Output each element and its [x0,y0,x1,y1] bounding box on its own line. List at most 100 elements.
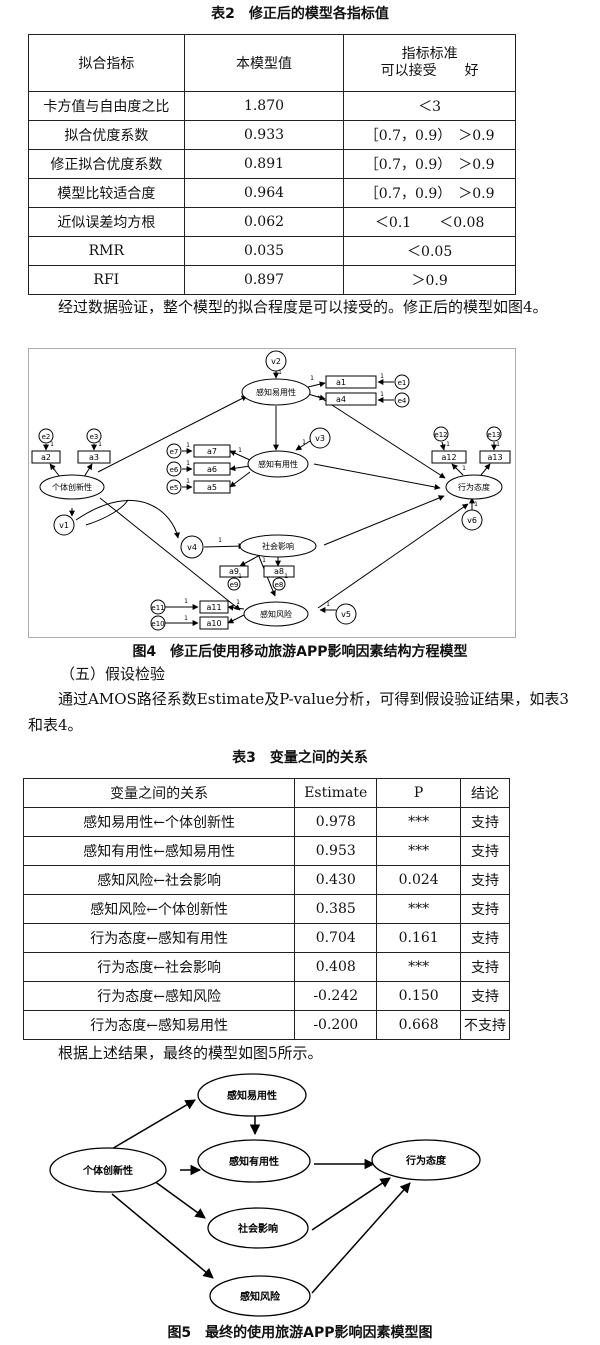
path-line [451,463,464,476]
table-cell: -0.200 [294,1010,378,1040]
indicator-label: a1 [336,378,346,387]
path-line [83,463,93,478]
table-cell: ＜0.05 [343,236,516,266]
table-cell: 行为态度←感知易用性 [22,1010,296,1040]
error-node [227,577,241,591]
latent-node [445,474,503,500]
table2-header-cell: 拟合指标 [28,34,185,92]
indicator-label: a6 [207,465,217,474]
model-node [371,1139,481,1181]
indicator-box [431,450,467,464]
table-cell: 不支持 [460,1010,510,1040]
latent-label: 个体创新性 [52,482,92,492]
path-weight-label: 1 [284,573,288,580]
path-line [311,1177,391,1231]
node-label: 感知风险 [240,1290,281,1303]
table2-header-cell: 本模型值 [183,34,345,92]
path-weight-label: 1 [278,369,282,376]
error-label: v6 [467,516,477,525]
indicator-label: a13 [487,453,502,462]
indicator-box [199,600,229,614]
section-heading: （五）假设检验 [60,665,166,683]
error-node [394,392,410,408]
path-weight-label: 1 [238,447,242,454]
error-node [53,514,75,536]
table2-caption: 表2 修正后的模型各指标值 [211,6,389,22]
path-weight-label: 1 [184,615,188,622]
table-cell: 0.385 [294,894,378,924]
path-weight-label: 1 [446,441,450,448]
table-cell: 0.964 [183,178,345,208]
path-weight-label: 1 [262,557,266,564]
paragraph-hypothesis: 通过AMOS路径系数Estimate及P-value分析，可得到假设验证结果，如… [28,690,569,734]
error-node [166,479,182,495]
table-cell: 0.953 [294,836,378,866]
path-weight-label: 1 [302,439,306,446]
table-cell: ＜3 [343,91,516,121]
table-cell: 行为态度←感知风险 [22,981,296,1011]
path-weight-label: 1 [380,391,384,398]
indicator-box [219,565,249,578]
path-line [239,554,261,567]
indicator-box [193,444,231,458]
error-node [86,428,102,444]
error-label: e8 [275,581,284,589]
indicator-label: a5 [207,483,217,492]
table-cell: 行为态度←社会影响 [22,952,296,982]
table-cell: RFI [28,265,185,295]
error-node [180,535,204,559]
path-weight-label: 1 [462,465,466,472]
error-label: v5 [341,610,351,619]
path-weight-label: 1 [186,478,190,485]
path-weight-label: 1 [496,441,500,448]
error-node [166,461,182,477]
error-label: e9 [230,581,239,589]
error-node [150,615,166,631]
table3-header-cell: Estimate [294,778,378,808]
table-cell: 0.035 [183,236,345,266]
table2-header-std-line1: 指标标准 [401,46,458,62]
table-cell: 1.870 [183,91,345,121]
indicator-box [77,450,111,464]
latent-label: 感知易用性 [256,387,296,397]
table2-header-row: 拟合指标 本模型值 指标标准 可以接受 好 [28,34,516,92]
path-line [203,543,245,550]
path-line [323,495,445,546]
indicator-label: a11 [206,603,221,612]
table-cell: 0.897 [183,265,345,295]
path-line [313,463,441,490]
table-cell: 0.408 [294,952,378,982]
path-line [49,463,61,478]
indicator-label: a2 [41,453,51,462]
table-cell: 拟合优度系数 [28,120,185,150]
error-node [486,426,502,442]
latent-node [243,601,309,627]
error-node [272,577,286,591]
figure5-caption: 图5 最终的使用旅游APP影响因素模型图 [167,1325,433,1341]
latent-label: 感知有用性 [258,459,298,469]
node-label: 感知易用性 [227,1089,277,1102]
model-node [197,1073,307,1117]
path-line [149,1177,206,1219]
path-line [311,1182,411,1294]
figure5-model-diagram: 感知易用性 感知有用性 个体创新性 行为态度 社会影响 感知风险 [49,1073,481,1317]
path-line [480,463,491,476]
error-label: e11 [151,604,164,612]
table3-header-row: 变量之间的关系 Estimate P 结论 [22,778,510,808]
error-node [265,350,287,372]
path-line [295,440,311,451]
node-label: 社会影响 [237,1222,278,1235]
indicator-label: a9 [229,567,239,576]
table-cell: 支持 [460,836,510,866]
table-cell: 支持 [460,923,510,953]
table-cell: 感知有用性←感知易用性 [22,836,296,866]
error-node [335,603,357,625]
table-cell: *** [376,836,462,866]
table-cell: 0.891 [183,149,345,179]
path-weight-label: 1 [236,599,240,606]
